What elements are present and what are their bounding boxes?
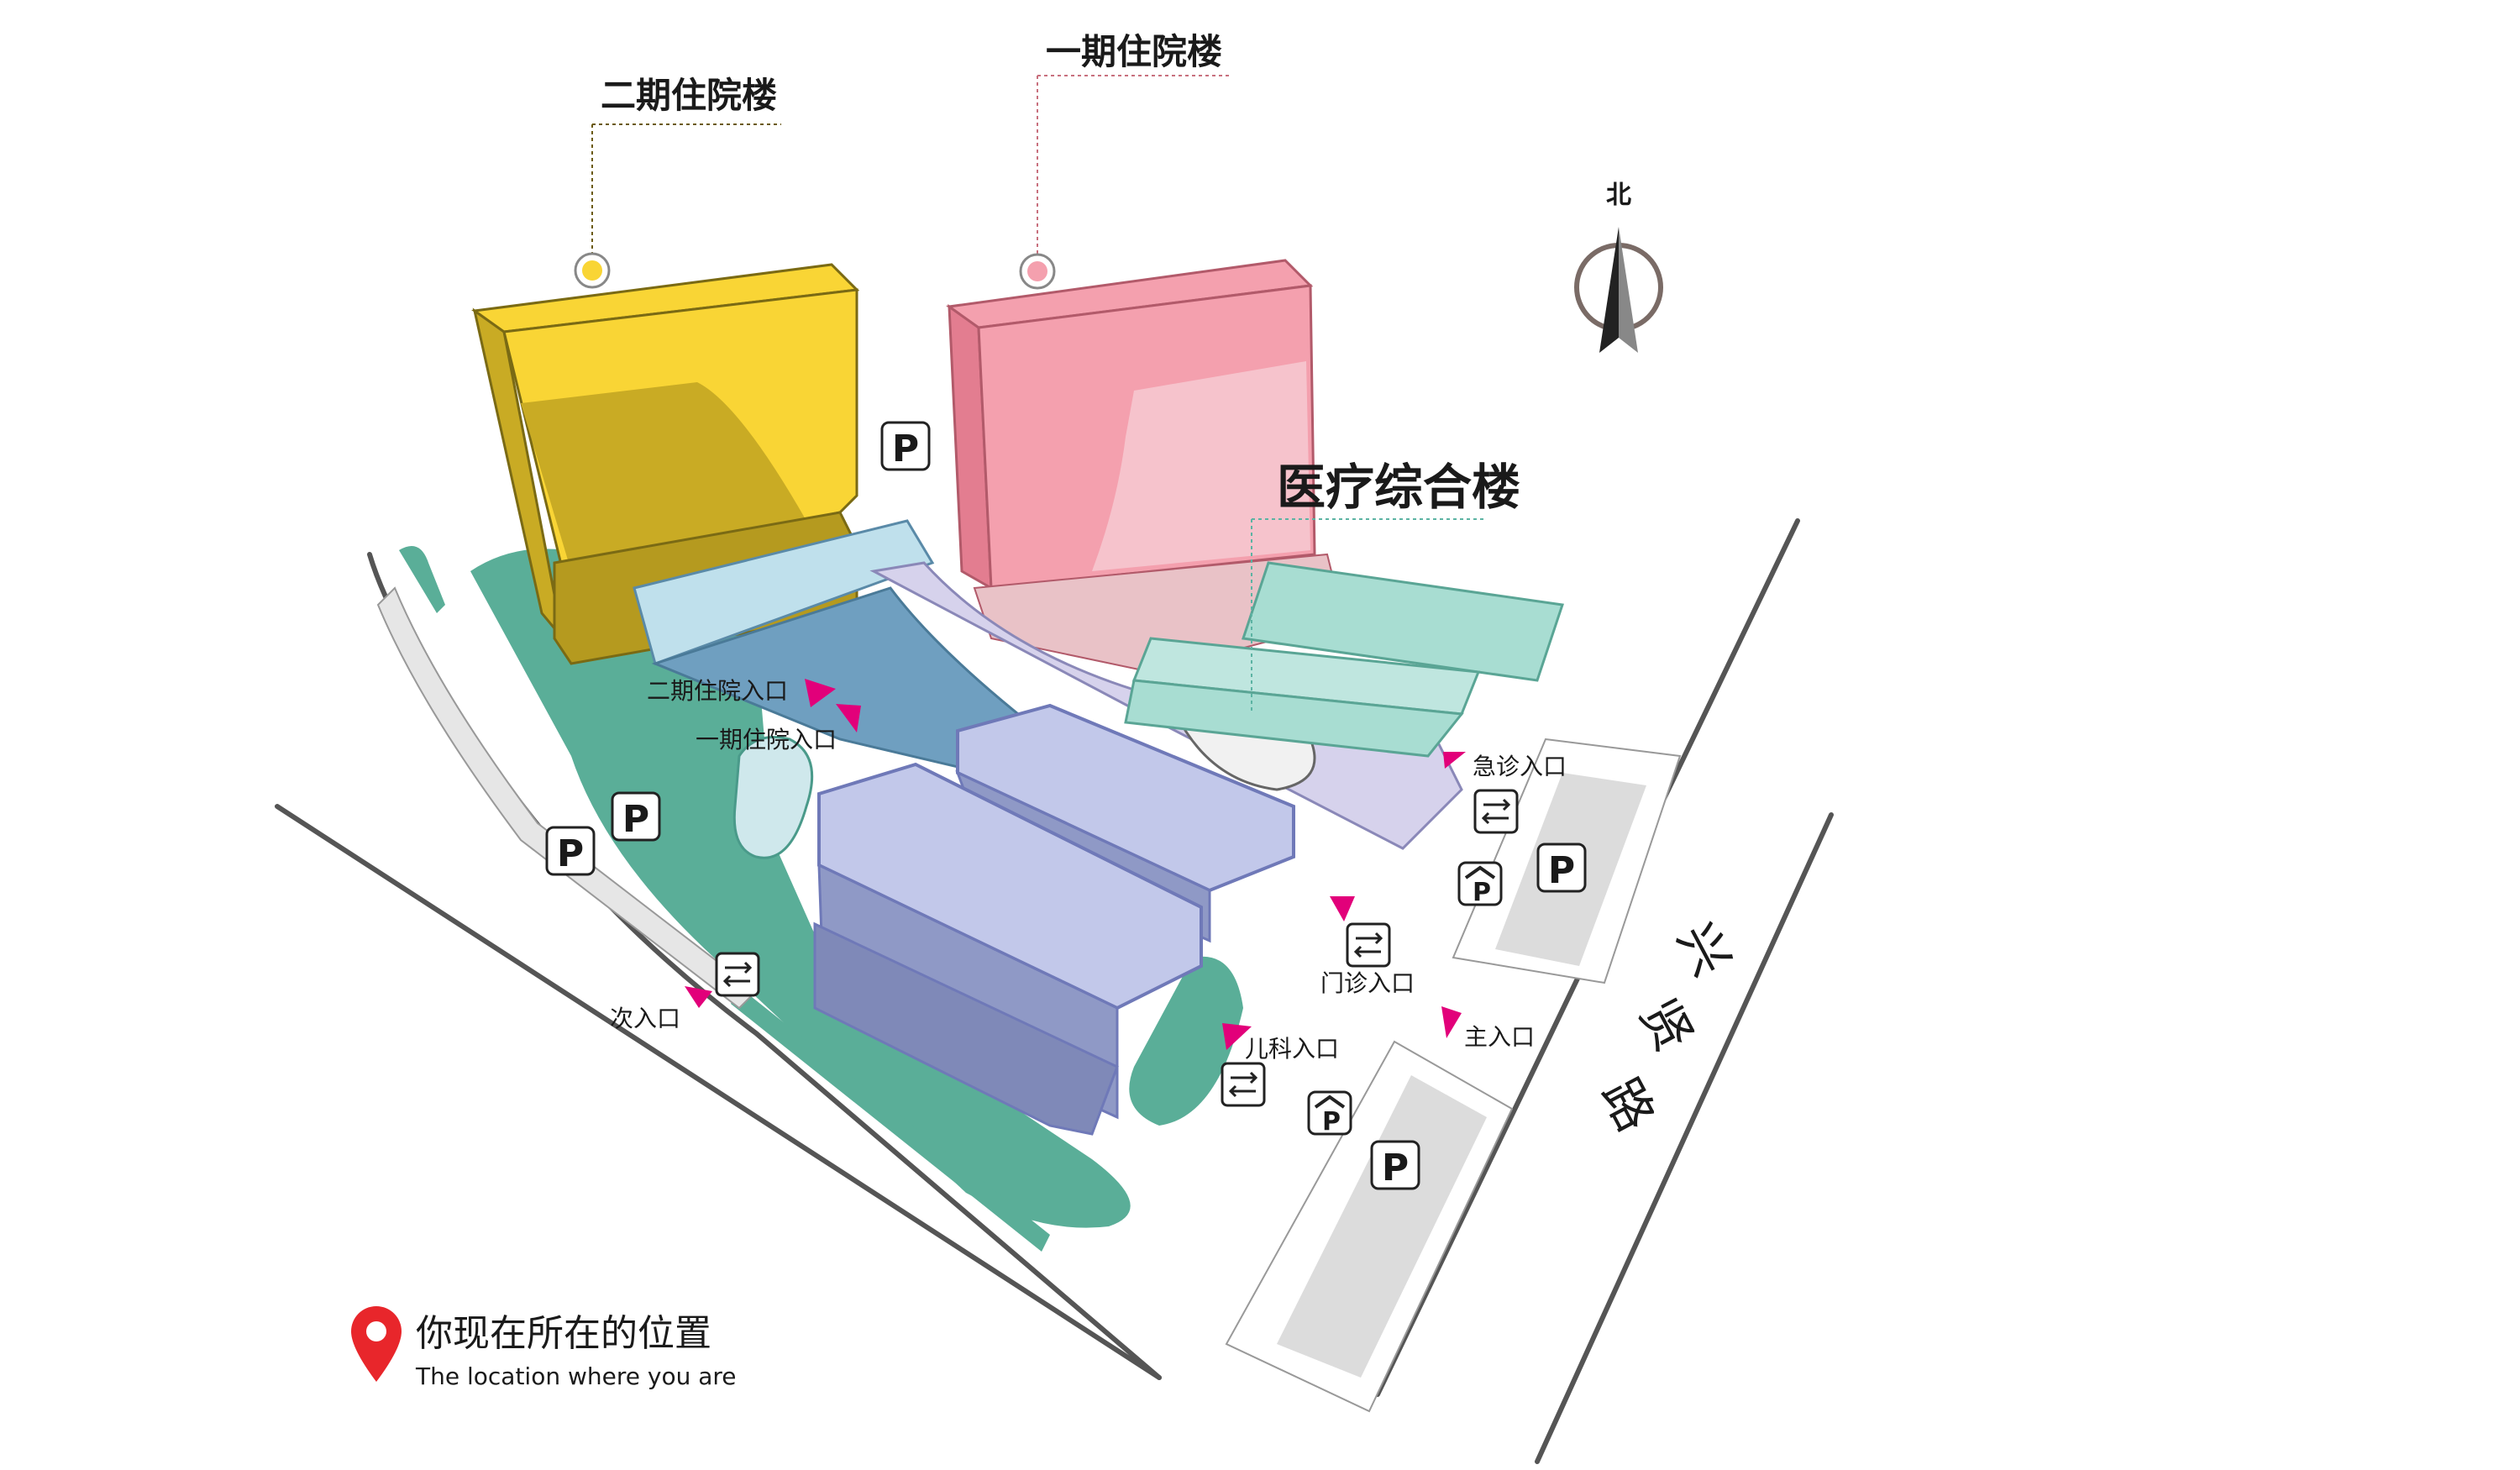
parking-icon (1370, 1140, 1420, 1190)
entrance-marker-phase1 (836, 704, 861, 732)
parking-symbol: P (1382, 1147, 1409, 1189)
road-name-char-1: 兴 (1666, 914, 1741, 986)
covered-parking-roof-icon (1464, 865, 1496, 879)
location-pin-icon (351, 1306, 402, 1382)
exit-arrow-icon (1228, 1071, 1258, 1098)
greenery-west (470, 549, 1131, 1228)
exit-icon (715, 952, 760, 997)
legend-title: 你现在所在的位置 (416, 1312, 711, 1355)
parking-markers: P P P P P P P (545, 421, 1587, 1190)
outpatient-block-base (813, 921, 1119, 1136)
parking-icon (880, 421, 931, 471)
location-pin-hole-icon (366, 1321, 386, 1341)
connector-north (633, 519, 935, 665)
greenery-west-strip (399, 546, 445, 613)
pond (732, 736, 814, 859)
road-edge-west-outer (275, 804, 1162, 1380)
phase2-shade (521, 382, 806, 571)
callout-dot-phase1-inner (1027, 261, 1047, 281)
compass-label: 北 (1606, 181, 1631, 210)
building-phase1-inpatient[interactable] (946, 259, 1346, 674)
exit-sign-emergency[interactable] (1473, 789, 1519, 834)
exit-arrow-icon (1353, 932, 1383, 958)
exit-sign-pediatrics[interactable] (1221, 1062, 1266, 1107)
entrance-marker-secondary (685, 986, 712, 1008)
road-edge-east-2 (1535, 812, 1834, 1464)
entrance-label-phase1-inpatient[interactable]: 一期住院入口 (696, 726, 837, 753)
entry-exit-signs (715, 789, 1519, 1107)
callout-dot-phase2-inner (582, 260, 602, 281)
label-phase2-inpatient: 二期住院楼 (601, 75, 777, 116)
entrance-marker-phase2 (805, 679, 836, 707)
parking-symbol: P (622, 798, 649, 841)
exit-icon (1346, 922, 1391, 968)
covered-parking-marker-south[interactable]: P (1307, 1090, 1352, 1137)
entrance-label-pediatrics[interactable]: 儿科入口 (1245, 1035, 1339, 1063)
covered-parking-symbol: P (1322, 1107, 1341, 1137)
complex-front (1124, 679, 1464, 758)
entrance-marker-emergency (1443, 752, 1466, 769)
label-phase1-inpatient: 一期住院楼 (1046, 31, 1222, 72)
parking-marker-north[interactable]: P (880, 421, 931, 471)
entrances: 二期住院入口 一期住院入口 急诊入口 门诊入口 儿科入口 主入口 次入口 (610, 677, 1567, 1063)
parking-symbol: P (1548, 849, 1575, 892)
building-callouts: 二期住院楼 一期住院楼 医疗综合楼 (574, 31, 1520, 714)
exit-arrow-icon (1481, 798, 1511, 825)
entrance-marker-outpatient (1330, 896, 1355, 921)
road-name-char-3: 路 (1590, 1069, 1666, 1142)
phase1-light (1092, 361, 1310, 571)
parking-icon (545, 826, 596, 876)
entrance-label-outpatient[interactable]: 门诊入口 (1320, 969, 1415, 997)
exit-sign-outpatient[interactable] (1346, 922, 1391, 968)
outpatient-blocks[interactable] (813, 703, 1295, 1136)
parking-icon (1536, 843, 1587, 893)
legend: 你现在所在的位置 The location where you are (351, 1306, 737, 1390)
label-medical-complex: 医疗综合楼 (1277, 459, 1520, 516)
parking-icon (611, 791, 661, 842)
entrance-marker-main (1441, 1006, 1462, 1038)
parking-lot-se-fill (1277, 1075, 1487, 1378)
parking-marker-west-2[interactable]: P (545, 826, 596, 876)
compass: 北 (1574, 181, 1663, 353)
road-name-char-2: 贤 (1628, 990, 1704, 1062)
exit-icon (1473, 789, 1519, 834)
exit-icon (1221, 1062, 1266, 1107)
parking-marker-west-1[interactable]: P (611, 791, 661, 842)
legend-subtitle: The location where you are (415, 1362, 737, 1390)
parking-marker-southeast[interactable]: P (1370, 1140, 1420, 1190)
entrance-label-main[interactable]: 主入口 (1464, 1023, 1535, 1051)
entrance-label-secondary[interactable]: 次入口 (610, 1005, 680, 1032)
covered-parking-roof-icon (1314, 1095, 1346, 1109)
north-arrow-icon (1619, 227, 1638, 353)
greenery-south-strip (731, 987, 1050, 1252)
entrance-label-phase2-inpatient[interactable]: 二期住院入口 (647, 677, 788, 705)
covered-parking-marker-east[interactable]: P (1457, 861, 1503, 907)
entrance-marker-pediatrics (1222, 1023, 1252, 1050)
north-arrow-icon-dark (1599, 227, 1619, 353)
parking-symbol: P (892, 428, 919, 470)
exit-sign-secondary[interactable] (715, 952, 760, 997)
exit-arrow-icon (722, 961, 753, 988)
parking-marker-east[interactable]: P (1536, 843, 1587, 893)
covered-parking-symbol: P (1473, 878, 1491, 907)
parking-symbol: P (557, 832, 584, 875)
entrance-label-emergency[interactable]: 急诊入口 (1473, 753, 1567, 780)
greenery-east-patch (1129, 956, 1243, 1126)
